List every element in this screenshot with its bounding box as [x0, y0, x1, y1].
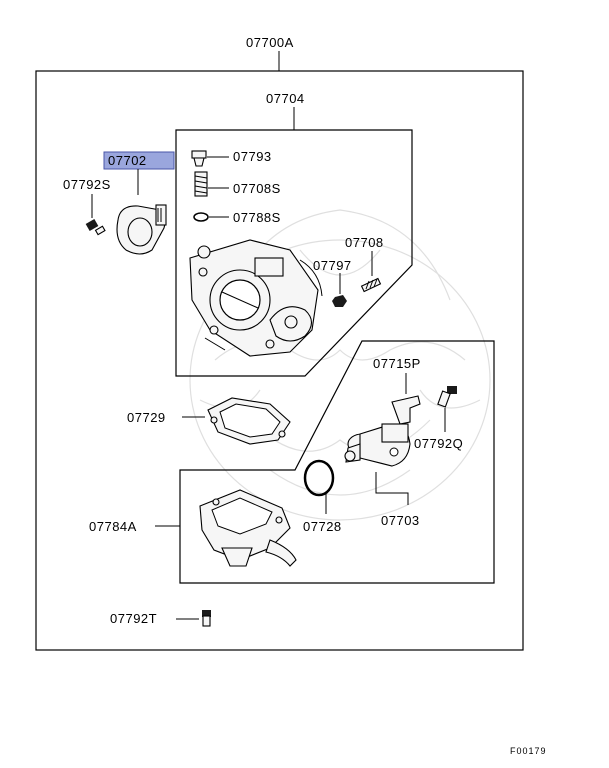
part-label-07784A[interactable]: 07784A: [89, 519, 137, 534]
spring-07708S-icon: [194, 171, 208, 197]
part-label-07703[interactable]: 07703: [381, 513, 420, 528]
bolt-07792Q-icon: [437, 386, 457, 408]
part-label-07792T[interactable]: 07792T: [110, 611, 157, 626]
air-control-body-icon: [199, 489, 297, 567]
part-label-07708[interactable]: 07708: [345, 235, 384, 250]
assembly-label[interactable]: 07700A: [246, 35, 294, 50]
oring-07728-icon: [303, 459, 335, 497]
nut-07797-icon: [332, 295, 347, 307]
group-label-07704[interactable]: 07704: [266, 91, 305, 106]
part-label-07792S[interactable]: 07792S: [63, 177, 111, 192]
group-frame-07704: [175, 129, 413, 377]
bolt-07792T-icon: [202, 610, 211, 627]
part-label-07729[interactable]: 07729: [127, 410, 166, 425]
oring-07788S-icon: [193, 212, 209, 222]
group-frame-lower: [179, 340, 495, 584]
part-label-07797[interactable]: 07797: [313, 258, 352, 273]
cap-07793-icon: [191, 150, 207, 167]
part-label-07792Q[interactable]: 07792Q: [414, 436, 463, 451]
part-label-07715P[interactable]: 07715P: [373, 356, 421, 371]
part-label-07793[interactable]: 07793: [233, 149, 272, 164]
part-label-07728[interactable]: 07728: [303, 519, 342, 534]
bolt-07792S-icon: [85, 219, 106, 236]
idle-speed-control-valve-icon: [344, 423, 411, 467]
bracket-07715P-icon: [391, 395, 421, 425]
screw-07708-icon: [360, 277, 382, 293]
gasket-07729-icon: [207, 397, 291, 445]
part-label-07702[interactable]: 07702: [108, 153, 147, 168]
part-label-07708S[interactable]: 07708S: [233, 181, 281, 196]
highlight-box-07702: [103, 151, 175, 170]
part-label-07788S[interactable]: 07788S: [233, 210, 281, 225]
throttle-position-sensor-icon: [116, 204, 167, 255]
figure-code: F00179: [510, 746, 547, 756]
throttle-body-icon: [189, 239, 323, 357]
